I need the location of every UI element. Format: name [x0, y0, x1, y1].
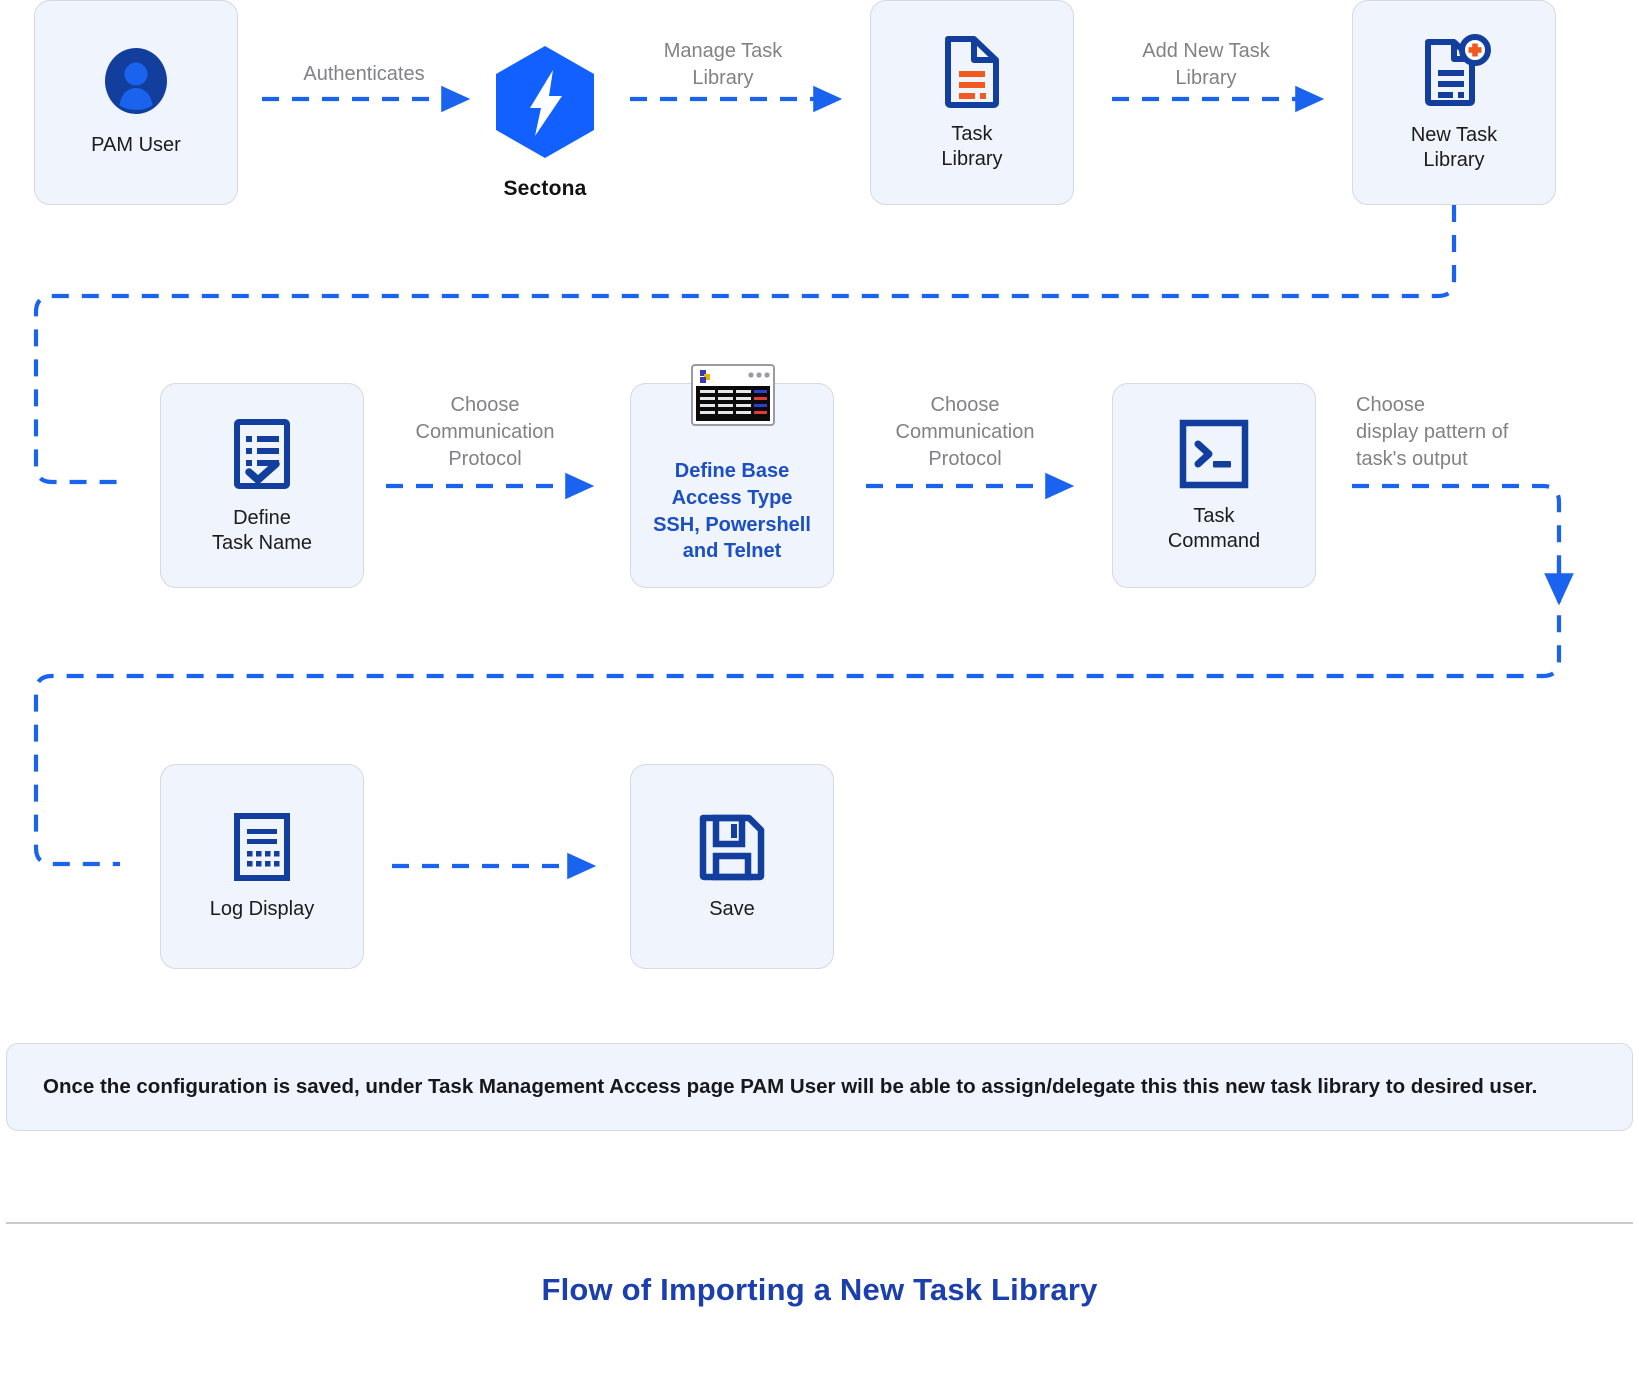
node-label: Task Command — [1167, 504, 1261, 552]
node-task-command[interactable]: Task Command — [1112, 383, 1316, 588]
node-label: PAM User — [91, 134, 181, 156]
sectona-hex-bolt-logo — [493, 44, 597, 165]
node-save[interactable]: Save — [630, 764, 834, 969]
node-log-display[interactable]: Log Display — [160, 764, 364, 969]
edge-label-choose-display-pattern: Choose display pattern of task's output — [1356, 394, 1509, 470]
note-text: Once the configuration is saved, under T… — [43, 1075, 1538, 1098]
footer-divider — [6, 1222, 1633, 1224]
edge-label-choose-protocol-2: Choose Communication Protocol — [895, 394, 1035, 470]
node-new-task-library[interactable]: New Task Library — [1352, 0, 1556, 205]
node-label: Save — [709, 898, 755, 920]
node-task-library[interactable]: Task Library — [870, 0, 1074, 205]
node-sectona[interactable]: Sectona — [484, 44, 606, 201]
node-label: Task Library — [941, 122, 1003, 170]
node-label: New Task Library — [1410, 123, 1498, 171]
figure-title: Flow of Importing a New Task Library — [541, 1272, 1098, 1307]
node-pam-user[interactable]: PAM User — [34, 0, 238, 205]
terminal-window-icon — [691, 364, 775, 426]
edge-label-add-new-task-library: Add New Task Library — [1142, 40, 1270, 89]
command-prompt-icon — [1178, 418, 1250, 490]
node-label: Sectona — [503, 177, 587, 200]
user-avatar-icon — [101, 47, 171, 119]
document-add-icon — [1416, 33, 1492, 109]
checklist-icon — [229, 416, 295, 492]
edge-label-authenticates: Authenticates — [303, 63, 425, 85]
document-lines-icon — [941, 34, 1003, 108]
note-banner: Once the configuration is saved, under T… — [6, 1043, 1633, 1131]
edge-label-choose-protocol-1: Choose Communication Protocol — [415, 394, 555, 470]
edge-label-manage-task-library: Manage Task Library — [663, 40, 783, 89]
floppy-disk-icon — [696, 811, 768, 883]
node-label: Define Base Access Type SSH, Powershell … — [653, 459, 811, 563]
node-label: Define Task Name — [211, 506, 313, 554]
log-document-icon — [229, 811, 295, 883]
node-define-task-name[interactable]: Define Task Name — [160, 383, 364, 588]
node-label: Log Display — [209, 898, 315, 920]
